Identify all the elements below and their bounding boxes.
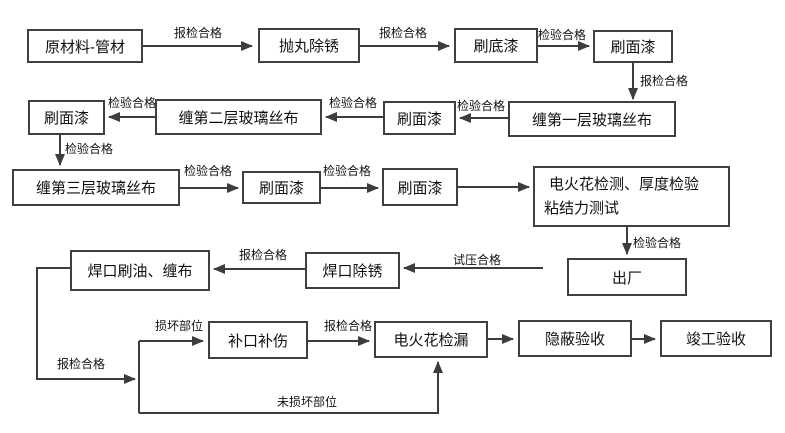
- node-spark-leak-check: 电火花检漏: [374, 321, 488, 358]
- node-topcoat-row2-mid: 刷面漆: [383, 101, 456, 135]
- node-label: 焊口刷油、缠布: [87, 263, 193, 280]
- edge-label-report-pass-1: 报检合格: [174, 26, 223, 40]
- node-wrap-second-glass-cloth: 缠第二层玻璃丝布: [155, 99, 322, 135]
- edge-label-report-pass-2: 报检合格: [379, 26, 428, 40]
- node-label: 焊口除锈: [322, 263, 383, 280]
- node-label: 刷面漆: [610, 39, 656, 56]
- node-label: 缠第三层玻璃丝布: [35, 180, 156, 197]
- node-label: 出厂: [611, 269, 642, 287]
- node-weld-oil-wrap: 焊口刷油、缠布: [70, 250, 210, 291]
- edge-label-report-pass-4: 报检合格: [239, 248, 288, 262]
- edge-label-report-pass-5: 报检合格: [57, 357, 106, 371]
- node-label: 竣工验收: [685, 331, 746, 348]
- node-raw-material: 原材料-管材: [27, 29, 143, 63]
- edge-label-report-pass-6: 报检合格: [324, 319, 373, 333]
- edge-label-check-pass-8: 检验合格: [633, 236, 682, 250]
- node-label: 刷底漆: [473, 38, 519, 55]
- node-wrap-first-glass-cloth: 缠第一层玻璃丝布: [508, 101, 676, 137]
- edge-label-check-pass-3: 检验合格: [329, 96, 378, 110]
- edge-label-check-pass-5: 检验合格: [65, 142, 114, 156]
- edge-label-undamaged-part: 未损坏部位: [277, 395, 338, 409]
- node-topcoat-row3-a: 刷面漆: [242, 171, 321, 204]
- node-topcoat-row2-left: 刷面漆: [28, 100, 105, 135]
- edge-label-check-pass-7: 检验合格: [323, 164, 372, 178]
- node-label: 抛丸除锈: [278, 38, 339, 55]
- node-hidden-acceptance: 隐蔽验收: [518, 320, 632, 357]
- node-shot-blast-derust: 抛丸除锈: [258, 28, 360, 63]
- node-spark-thickness-adhesion-test: 电火花检测、厚度检验 粘结力测试: [533, 166, 730, 227]
- node-completion-acceptance: 竣工验收: [660, 320, 772, 357]
- node-label: 缠第一层玻璃丝布: [531, 111, 652, 129]
- node-topcoat-row1: 刷面漆: [593, 30, 673, 63]
- edge-label-check-pass-6: 检验合格: [184, 164, 233, 178]
- node-label: 原材料-管材: [45, 38, 125, 56]
- node-label: 缠第二层玻璃丝布: [178, 109, 299, 127]
- edge-label-check-pass-2: 检验合格: [457, 99, 506, 113]
- node-label: 刷面漆: [258, 180, 304, 197]
- node-label: 电火花检漏: [393, 332, 469, 349]
- node-label: 隐蔽验收: [544, 331, 605, 348]
- edge-label-pressure-pass: 试压合格: [453, 253, 502, 267]
- node-label: 刷面漆: [43, 110, 89, 127]
- node-wrap-third-glass-cloth: 缠第三层玻璃丝布: [12, 169, 180, 206]
- edge-label-check-pass-1: 检验合格: [538, 28, 587, 42]
- node-leave-factory: 出厂: [567, 258, 687, 296]
- node-weld-derust: 焊口除锈: [305, 252, 400, 289]
- node-primer-paint: 刷底漆: [454, 28, 538, 63]
- edge-label-damaged-part: 损坏部位: [155, 319, 204, 333]
- edge-label-report-pass-3: 报检合格: [640, 74, 689, 88]
- node-label: 刷面漆: [397, 179, 443, 197]
- node-label: 补口补伤: [227, 332, 288, 350]
- node-label-line1: 电火花检测、厚度检验: [549, 176, 700, 194]
- node-topcoat-row3-b: 刷面漆: [382, 168, 458, 206]
- edge-label-check-pass-4: 检验合格: [108, 96, 157, 110]
- node-label: 刷面漆: [396, 110, 442, 128]
- node-label-line2: 粘结力测试: [544, 199, 620, 217]
- node-joint-repair: 补口补伤: [208, 321, 308, 359]
